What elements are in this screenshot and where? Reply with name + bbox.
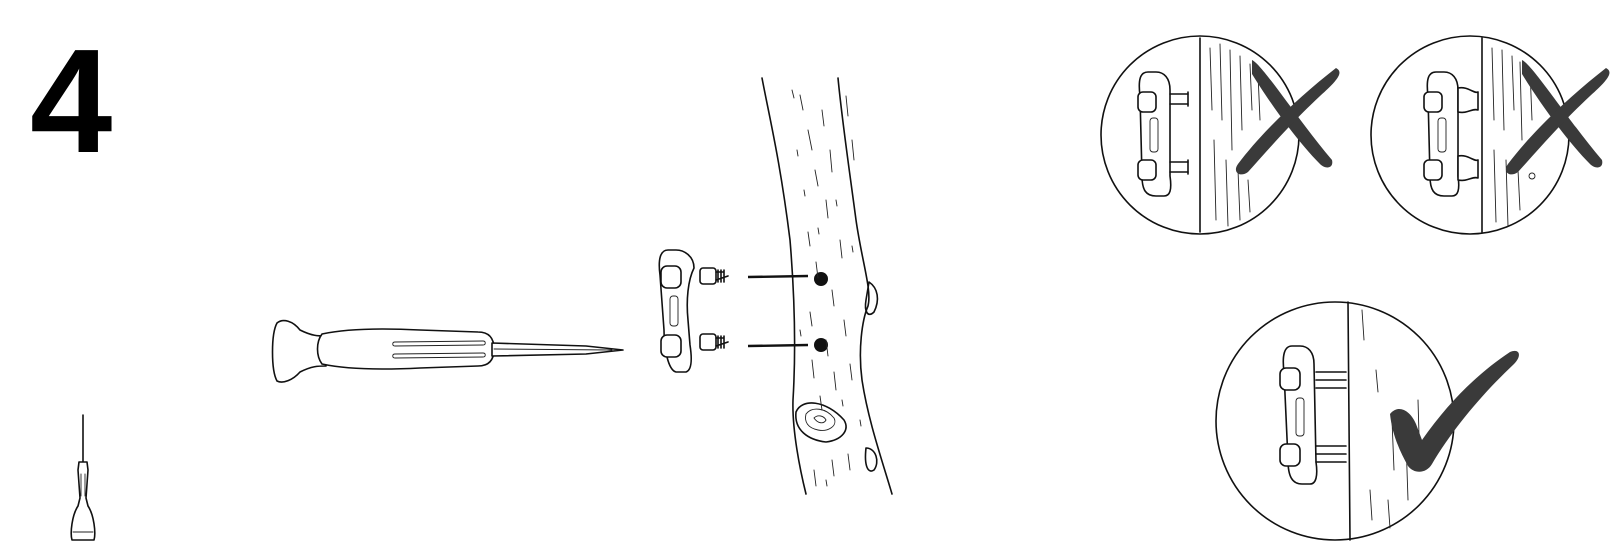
step-number: 4: [30, 19, 112, 184]
detail-wrong-gap: [1100, 35, 1300, 235]
detail-correct: [1215, 301, 1455, 541]
awl-tool: [271, 319, 624, 383]
detail-wrong-tight: [1370, 35, 1570, 235]
awl-icon: [70, 414, 96, 541]
guide-arrows: [747, 272, 828, 352]
check-mark-icon: [1390, 350, 1519, 472]
tree-branch: [761, 77, 893, 495]
cross-mark-icon: [1235, 60, 1340, 175]
bracket-clip: [658, 249, 729, 373]
cross-mark-icon: [1505, 60, 1610, 175]
